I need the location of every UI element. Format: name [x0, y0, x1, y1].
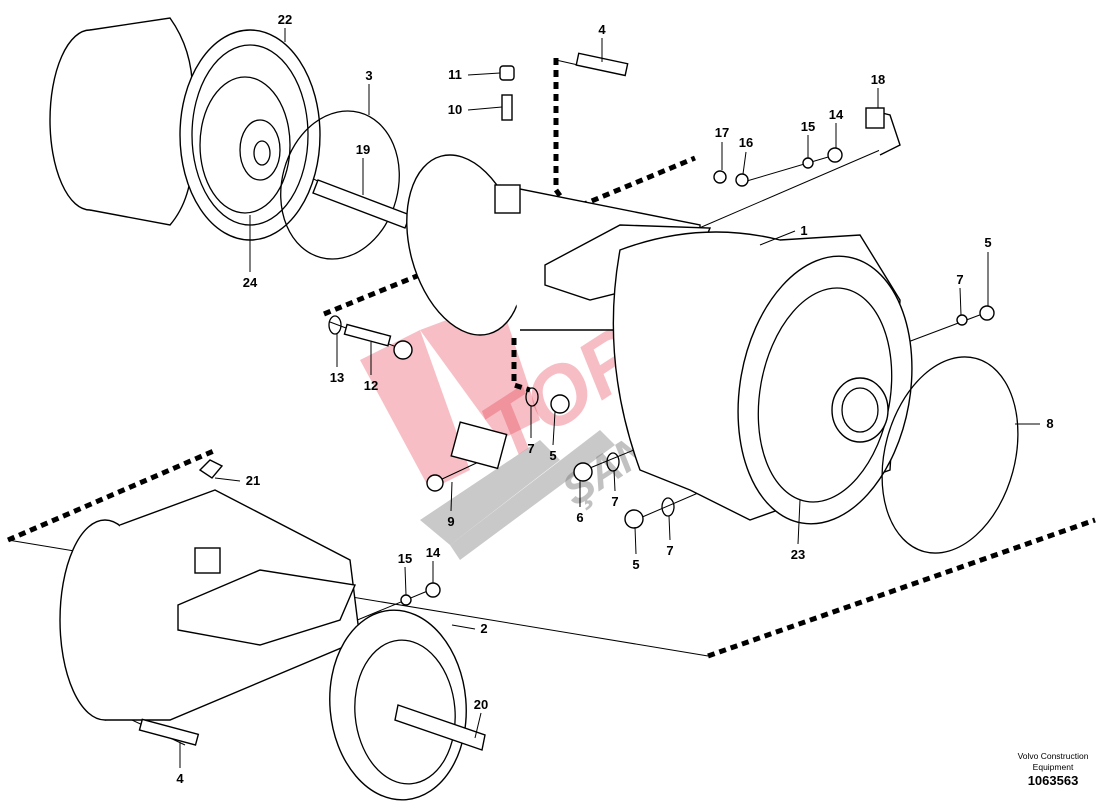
callout-4: 4 — [176, 771, 184, 786]
brand-caption: Volvo Construction Equipment — [1017, 751, 1089, 772]
callout-15: 15 — [801, 119, 815, 134]
callout-9: 9 — [447, 514, 454, 529]
callout-5: 5 — [549, 448, 556, 463]
callout-5: 5 — [984, 235, 991, 250]
callout-13: 13 — [330, 370, 344, 385]
callout-22: 22 — [278, 12, 292, 27]
callout-15: 15 — [398, 551, 412, 566]
document-number: 1063563 — [1027, 773, 1079, 788]
callout-7: 7 — [611, 494, 618, 509]
differential-housing — [612, 231, 913, 525]
callout-24: 24 — [243, 275, 258, 290]
callout-11: 11 — [448, 67, 462, 82]
callout-1: 1 — [800, 223, 807, 238]
callout-7: 7 — [956, 272, 963, 287]
lower-axle-housing — [59, 489, 486, 801]
callout-7: 7 — [666, 543, 673, 558]
breather-block — [494, 184, 521, 214]
callout-20: 20 — [474, 697, 488, 712]
callout-labels: 22 3 19 24 4 11 10 18 17 16 15 14 1 7 5 … — [176, 12, 1053, 786]
callout-23: 23 — [791, 547, 805, 562]
callout-2: 2 — [480, 621, 487, 636]
wheel-hub-assembly — [49, 17, 321, 241]
callout-21: 21 — [246, 473, 260, 488]
callout-16: 16 — [739, 135, 753, 150]
callout-12: 12 — [364, 378, 378, 393]
callout-19: 19 — [356, 142, 370, 157]
small-parts — [198, 52, 995, 529]
callout-3: 3 — [365, 68, 372, 83]
callout-14: 14 — [829, 107, 844, 122]
callout-4: 4 — [598, 22, 606, 37]
leader-lines — [179, 28, 1040, 768]
callout-14: 14 — [426, 545, 441, 560]
drive-shaft-20 — [394, 704, 486, 751]
upper-axle-housing — [406, 154, 712, 336]
callout-17: 17 — [715, 125, 729, 140]
callout-10: 10 — [448, 102, 462, 117]
o-ring-3 — [280, 110, 400, 260]
callout-8: 8 — [1046, 416, 1053, 431]
gasket-8 — [881, 356, 1019, 554]
callout-5: 5 — [632, 557, 639, 572]
drive-shaft-19 — [312, 179, 411, 229]
bolt-4-lower — [138, 718, 200, 746]
callout-7: 7 — [527, 441, 534, 456]
callout-6: 6 — [576, 510, 583, 525]
callout-18: 18 — [871, 72, 885, 87]
